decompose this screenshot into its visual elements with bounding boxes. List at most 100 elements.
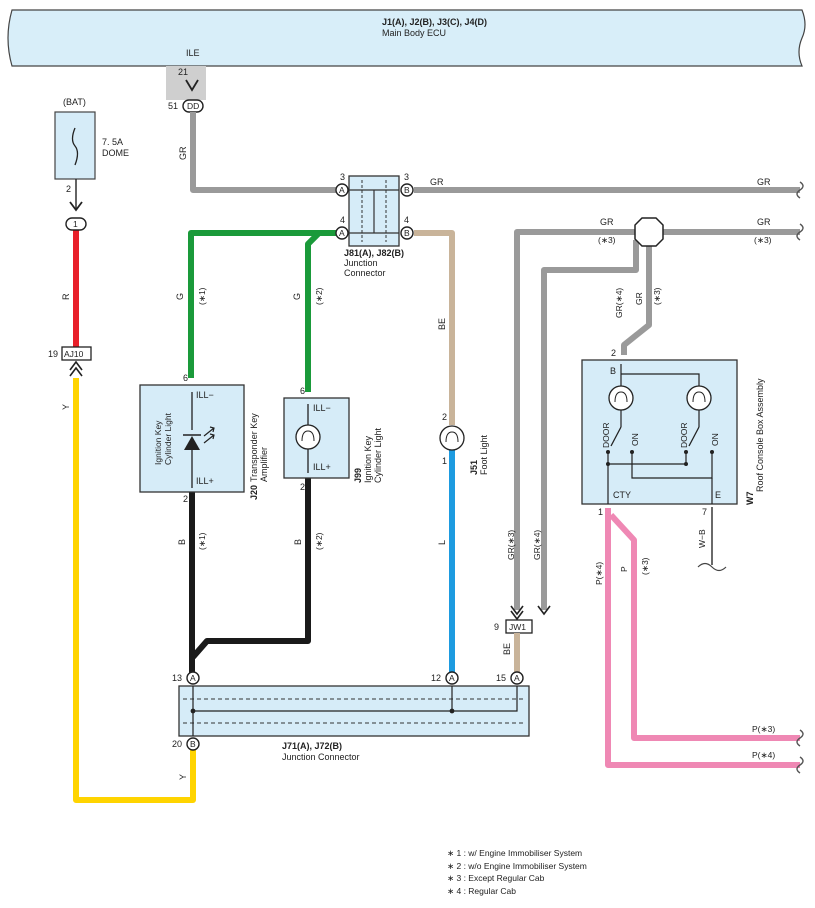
w7-door-right: DOOR [679, 423, 689, 449]
w7-b: B [610, 366, 616, 376]
j99-name2: Cylinder Light [373, 427, 383, 483]
wire-label-p4: P(∗4) [594, 562, 604, 585]
j20-pin-bottom: 2 [183, 494, 188, 504]
j51-name: Foot Light [479, 434, 489, 475]
fuse-source: (BAT) [63, 97, 86, 107]
wire-label-b1-note: (∗1) [197, 532, 207, 550]
j20-ill-minus: ILL− [196, 390, 214, 400]
aj10-code: AJ10 [64, 349, 84, 359]
j71-b-20: B [190, 739, 196, 749]
splice-octagon [634, 217, 664, 247]
j71-pin12: 12 [431, 673, 441, 683]
wire-label-l: L [437, 540, 447, 545]
j99-ill-plus: ILL+ [313, 462, 331, 472]
j71-title: J71(A), J72(B) [282, 741, 342, 751]
junction-connector-j71: A A A B 13 12 15 20 J71(A), J72(B) Junct… [172, 671, 530, 762]
fuse-pin: 2 [66, 184, 71, 194]
j81-b-bottom: B [404, 228, 410, 238]
j20-pin-top: 6 [183, 373, 188, 383]
j71-a-12: A [449, 673, 455, 683]
wire-label-b2-note: (∗2) [314, 532, 324, 550]
lamp-right-icon [686, 385, 712, 411]
wire-label-gr-j81: GR [430, 177, 444, 187]
wire-label-y-bottom: Y [178, 774, 188, 780]
j99-code: J99 [353, 468, 363, 483]
component-j20: 6 2 ILL− ILL+ Ignition Key Cylinder Ligh… [139, 373, 269, 504]
wire-label-gr-second-right: GR [757, 217, 771, 227]
jw1-code: JW1 [509, 622, 526, 632]
fuse-rating: 7. 5A [102, 137, 123, 147]
wire-label-gr-second-right-note: (∗3) [754, 235, 772, 245]
fuse-dome: (BAT) 7. 5A DOME 2 1 [54, 97, 129, 231]
component-j99: 6 2 ILL− ILL+ J99 Ignition Key Cylinder … [283, 386, 383, 492]
w7-door-left: DOOR [601, 423, 611, 449]
j81-pin-a4: 4 [340, 215, 345, 225]
wire-label-be-jw1: BE [502, 643, 512, 655]
wire-p [605, 508, 800, 768]
j20-ill-plus: ILL+ [196, 476, 214, 486]
ecu-title: J1(A), J2(B), J3(C), J4(D) [382, 17, 487, 27]
bulb-icon [295, 424, 321, 450]
ecu-connector-dd: 21 DD 51 [166, 66, 206, 113]
connector-jw1: JW1 9 [494, 605, 551, 634]
wire-label-b1: B [177, 539, 187, 545]
w7-on-left: ON [630, 433, 640, 446]
j81-a-bottom: A [339, 228, 345, 238]
j99-name1: Ignition Key [363, 435, 373, 483]
j81-a-top: A [339, 185, 345, 195]
j71-pin15: 15 [496, 673, 506, 683]
wire-b [189, 478, 311, 673]
wire-label-p: P [619, 566, 629, 572]
wire-label-g2-note: (∗2) [314, 287, 324, 305]
w7-e: E [715, 490, 721, 500]
w7-pin-cty: 1 [598, 507, 603, 517]
wire-label-r: R [61, 293, 71, 300]
wire-label-gr3-vertical: GR(∗3) [506, 530, 516, 560]
wire-ends [796, 181, 804, 774]
w7-name: Roof Console Box Assembly [755, 378, 765, 492]
j81-pin-b4: 4 [404, 215, 409, 225]
wire-gr-top [190, 112, 800, 193]
j71-pin13: 13 [172, 673, 182, 683]
component-j51: 2 1 J51 Foot Light [439, 412, 489, 475]
note-1: ∗ 1 : w/ Engine Immobiliser System [447, 848, 583, 858]
j81-title: J81(A), J82(B) [344, 248, 404, 258]
ecu-pin-name: ILE [186, 48, 200, 58]
j71-a-13: A [190, 673, 196, 683]
wire-label-g1-note: (∗1) [197, 287, 207, 305]
wire-label-gr-right: GR [757, 177, 771, 187]
wire-label-gr4-vertical: GR(∗4) [532, 530, 542, 560]
wire-label-wb: W−B [697, 529, 707, 548]
j99-pin-bottom: 2 [300, 482, 305, 492]
main-body-ecu: J1(A), J2(B), J3(C), J4(D) Main Body ECU… [7, 9, 806, 67]
w7-cty: CTY [613, 490, 631, 500]
j51-pin-top: 2 [442, 412, 447, 422]
connector-aj10: AJ10 19 [48, 346, 92, 377]
fuse-conn-pin: 1 [73, 219, 78, 229]
j20-name2: Amplifier [259, 447, 269, 482]
ecu-conn-code: DD [187, 101, 199, 111]
wire-be-footlight [414, 230, 455, 425]
w7-pin-top: 2 [611, 348, 616, 358]
j51-pin-bottom: 1 [442, 456, 447, 466]
wire-label-gr-ecu: GR [178, 146, 188, 160]
wire-label-gr-w7: GR [634, 292, 644, 305]
wire-label-g2: G [292, 293, 302, 300]
note-2: ∗ 2 : w/o Engine Immobiliser System [447, 860, 587, 871]
footlight-bulb-icon [439, 425, 465, 451]
wire-label-gr4: GR(∗4) [614, 288, 624, 318]
wire-label-gr-w7-note: (∗3) [652, 287, 662, 305]
wire-gr-second [514, 229, 800, 610]
j99-ill-minus: ILL− [313, 403, 331, 413]
w7-code: W7 [745, 492, 755, 506]
j20-name1: Transponder Key [249, 413, 259, 482]
wire-label-b2: B [293, 539, 303, 545]
aj10-pin: 19 [48, 349, 58, 359]
footnotes: ∗ 1 : w/ Engine Immobiliser System ∗ 2 :… [447, 847, 687, 897]
wire-label-p-note: (∗3) [640, 557, 650, 575]
j99-pin-top: 6 [300, 386, 305, 396]
j81-name2: Connector [344, 268, 386, 278]
note-4: ∗ 4 : Regular Cab [447, 885, 517, 896]
jw1-pin: 9 [494, 622, 499, 632]
wire-wb-break [697, 562, 727, 572]
